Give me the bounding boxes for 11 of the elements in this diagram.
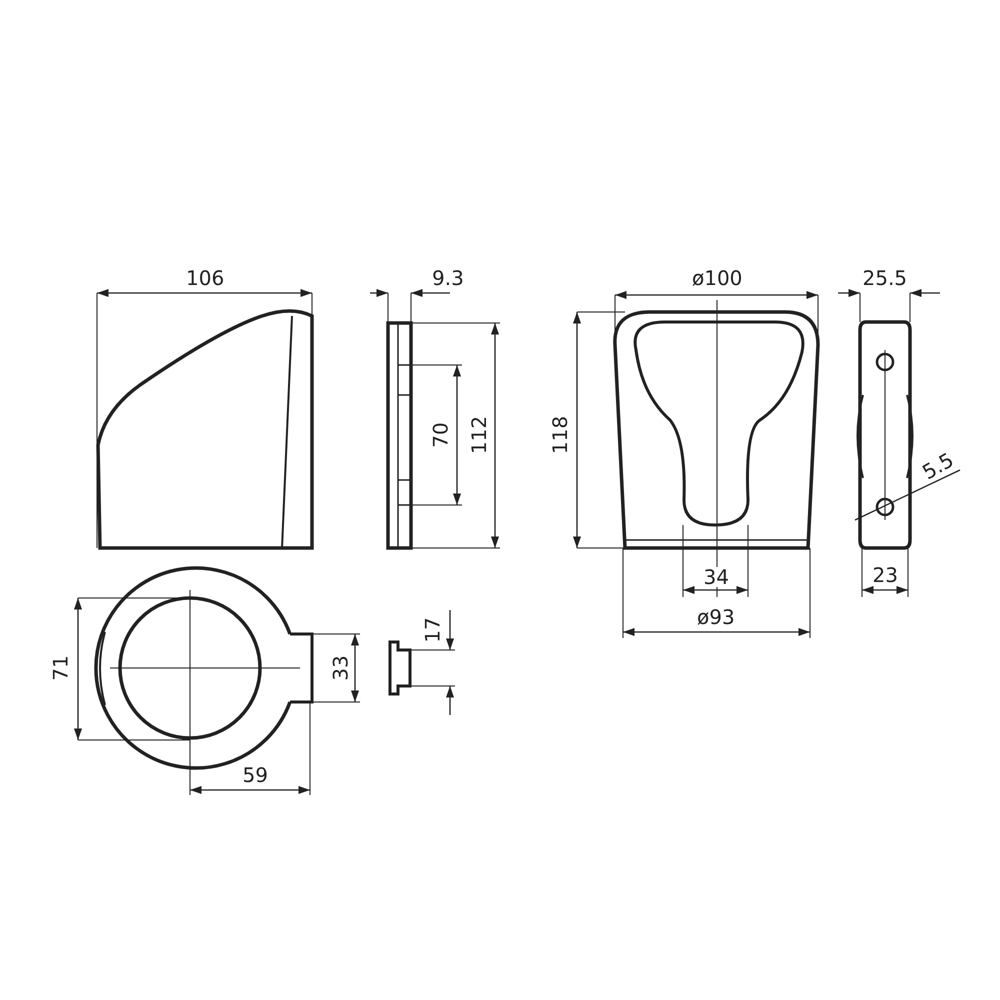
dimension-label: 25.5 [862, 268, 908, 288]
dimension-label: 70 [430, 421, 450, 449]
dimension-label: 33 [330, 654, 350, 682]
dimension-label: 9.3 [431, 268, 465, 288]
dimension-label: 106 [185, 268, 226, 288]
dimension-label: 34 [702, 567, 730, 587]
dimension-label: 59 [242, 765, 269, 785]
dimension-label: 71 [50, 654, 70, 682]
dimension-label: ø93 [696, 607, 736, 627]
dimension-label: ø100 [691, 268, 744, 288]
dimension-label: 23 [872, 565, 899, 585]
